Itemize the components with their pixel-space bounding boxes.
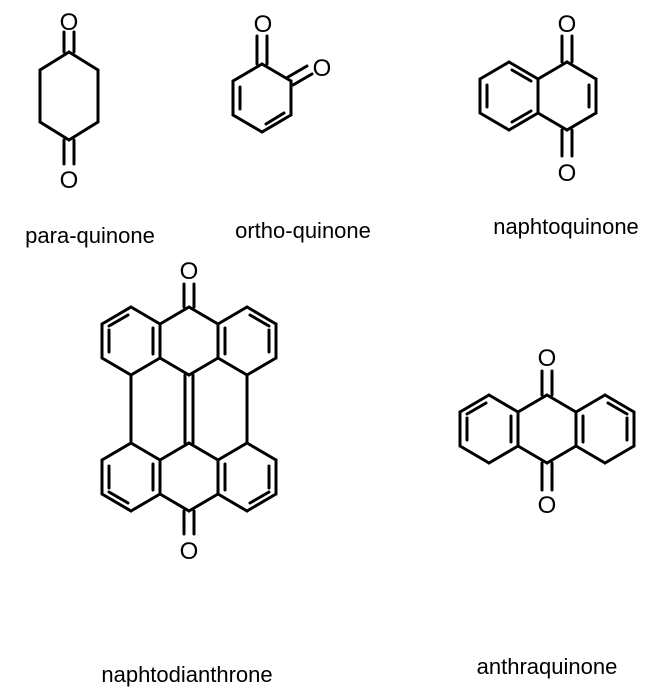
molecule-label-ortho-quinone: ortho-quinone — [235, 218, 371, 243]
oxygen-atom-label: O — [60, 167, 79, 194]
molecule-anthraquinone: O O anthraquinone — [458, 345, 636, 679]
oxygen-atom-label: O — [538, 345, 557, 372]
oxygen-atom-label: O — [538, 492, 557, 519]
anthraquinone-bonds — [458, 369, 636, 492]
molecule-naphtodianthrone: O O naphtodianthrone — [100, 258, 278, 687]
molecule-para-quinone: O O para-quinone — [25, 9, 155, 248]
naphtodianthrone-bonds — [100, 282, 278, 536]
oxygen-atom-label: O — [558, 11, 577, 38]
oxygen-atom-label: O — [180, 538, 199, 565]
molecule-label-naphtoquinone: naphtoquinone — [493, 214, 639, 239]
molecule-naphtoquinone: O O naphtoquinone — [478, 11, 639, 239]
molecule-label-naphtodianthrone: naphtodianthrone — [101, 662, 272, 687]
naphtoquinone-bonds — [478, 34, 598, 158]
oxygen-atom-label: O — [558, 160, 577, 187]
oxygen-atom-label: O — [313, 55, 332, 82]
oxygen-atom-label: O — [254, 11, 273, 38]
oxygen-atom-label: O — [180, 258, 199, 285]
ortho-quinone-bonds — [231, 34, 314, 134]
molecule-label-anthraquinone: anthraquinone — [477, 654, 618, 679]
molecule-label-para-quinone: para-quinone — [25, 223, 155, 248]
molecule-ortho-quinone: O O ortho-quinone — [231, 11, 371, 243]
oxygen-atom-label: O — [60, 9, 79, 36]
para-quinone-bonds — [38, 30, 100, 166]
